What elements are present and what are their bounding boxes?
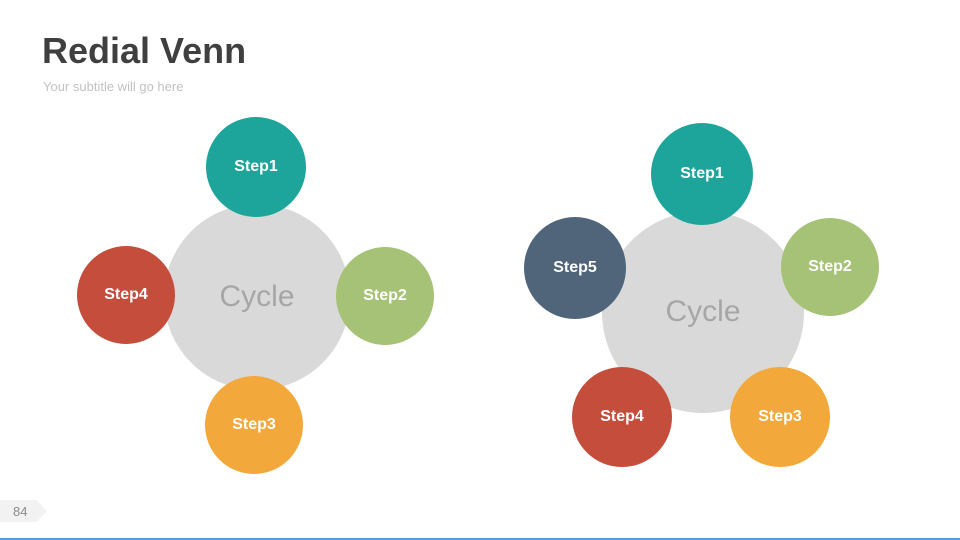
step4-label: Step4 — [600, 408, 644, 425]
step4-label: Step4 — [104, 286, 148, 303]
step3-circle: Step3 — [205, 376, 303, 474]
step3-label: Step3 — [232, 416, 276, 433]
step1-label: Step1 — [234, 158, 278, 175]
page-subtitle: Your subtitle will go here — [43, 79, 184, 94]
step2-label: Step2 — [808, 258, 852, 275]
cycle-center-label: Cycle — [665, 295, 741, 328]
step1-label: Step1 — [680, 165, 724, 182]
step4-circle: Step4 — [572, 367, 672, 467]
bottom-accent-line — [0, 538, 960, 540]
step3-circle: Step3 — [730, 367, 830, 467]
page-number: 84 — [13, 503, 28, 519]
step1-circle: Step1 — [206, 117, 306, 217]
cycle-center-label: Cycle — [219, 280, 295, 313]
page-title: Redial Venn — [42, 30, 247, 71]
step2-label: Step2 — [363, 287, 407, 304]
step2-circle: Step2 — [336, 247, 434, 345]
step5-label: Step5 — [553, 259, 597, 276]
step4-circle: Step4 — [77, 246, 175, 344]
cycle-center-circle: Cycle — [164, 204, 350, 390]
step2-circle: Step2 — [781, 218, 879, 316]
step5-circle: Step5 — [524, 217, 626, 319]
page-number-badge: 84 — [0, 500, 47, 522]
step1-circle: Step1 — [651, 123, 753, 225]
step3-label: Step3 — [758, 408, 802, 425]
